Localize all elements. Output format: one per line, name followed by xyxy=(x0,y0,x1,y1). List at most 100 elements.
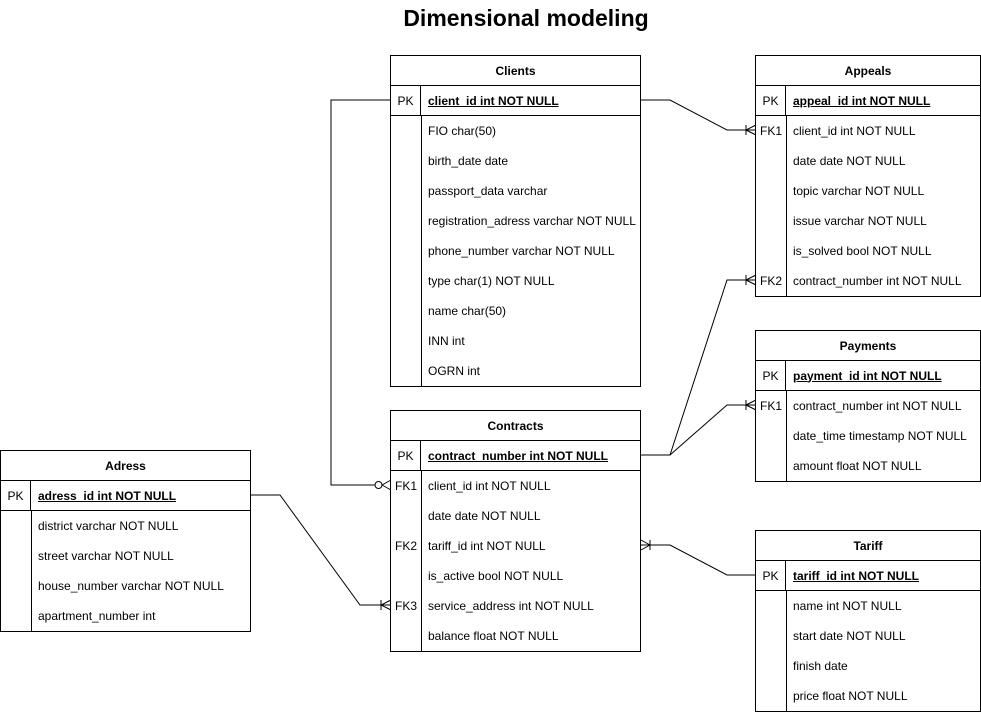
pk-row: PK contract_number int NOT NULL xyxy=(391,441,640,471)
pk-label: PK xyxy=(391,86,421,115)
attribute-row: is_active bool NOT NULL xyxy=(391,561,640,591)
key-label: FK3 xyxy=(394,599,417,613)
attribute-row: date_time timestamp NOT NULL xyxy=(756,421,980,451)
key-label: FK2 xyxy=(394,539,417,553)
attribute-row: apartment_number int xyxy=(1,601,250,631)
attribute-field: tariff_id int NOT NULL xyxy=(428,539,546,553)
attribute-row: passport_data varchar xyxy=(391,176,640,206)
pk-label: PK xyxy=(391,441,421,470)
attribute-row: topic varchar NOT NULL xyxy=(756,176,980,206)
attribute-field: district varchar NOT NULL xyxy=(38,519,179,533)
attribute-field: issue varchar NOT NULL xyxy=(793,214,927,228)
key-label xyxy=(756,421,786,451)
attribute-field: date date NOT NULL xyxy=(793,154,906,168)
attribute-row: balance float NOT NULL xyxy=(391,621,640,651)
pk-field: appeal_id int NOT NULL xyxy=(793,93,931,108)
pk-field: contract_number int NOT NULL xyxy=(428,448,609,463)
attribute-row: FIO char(50) xyxy=(391,116,640,146)
attribute-row: name int NOT NULL xyxy=(756,591,980,621)
pk-row: PK adress_id int NOT NULL xyxy=(1,481,250,511)
attribute-field: street varchar NOT NULL xyxy=(38,549,174,563)
pk-label: PK xyxy=(756,561,786,590)
attribute-field: client_id int NOT NULL xyxy=(428,479,551,493)
entity-title: Contracts xyxy=(391,411,640,441)
attribute-field: contract_number int NOT NULL xyxy=(793,399,962,413)
attribute-field: name char(50) xyxy=(428,304,507,318)
key-label xyxy=(1,541,31,571)
attribute-field: date_time timestamp NOT NULL xyxy=(793,429,967,443)
key-label xyxy=(756,651,786,681)
attribute-row: registration_adress varchar NOT NULL xyxy=(391,206,640,236)
key-label xyxy=(391,236,421,266)
pk-row: PK payment_id int NOT NULL xyxy=(756,361,980,391)
attribute-field: topic varchar NOT NULL xyxy=(793,184,925,198)
pk-field: client_id int NOT NULL xyxy=(428,93,559,108)
zero-circle-contracts-fk1 xyxy=(374,481,383,489)
key-label xyxy=(756,681,786,711)
attribute-row: finish date xyxy=(756,651,980,681)
attribute-row: amount float NOT NULL xyxy=(756,451,980,481)
key-label xyxy=(391,561,421,591)
key-label xyxy=(756,451,786,481)
key-label xyxy=(756,591,786,621)
attribute-row: FK3 service_address int NOT NULL xyxy=(391,591,640,621)
entity-contracts[interactable]: Contracts PK contract_number int NOT NUL… xyxy=(390,410,641,652)
crowfoot-contracts-fk2 xyxy=(640,539,651,546)
attribute-row: street varchar NOT NULL xyxy=(1,541,250,571)
attribute-field: client_id int NOT NULL xyxy=(793,124,916,138)
key-label xyxy=(391,356,421,386)
key-label xyxy=(391,206,421,236)
attribute-field: contract_number int NOT NULL xyxy=(793,274,962,288)
pk-field: adress_id int NOT NULL xyxy=(38,488,177,503)
attribute-field: house_number varchar NOT NULL xyxy=(38,579,224,593)
connector-clients-appeals xyxy=(640,99,756,131)
key-label: FK1 xyxy=(394,479,417,493)
connector-contracts-payments xyxy=(669,404,756,456)
attribute-field: birth_date date xyxy=(428,154,509,168)
attribute-row: price float NOT NULL xyxy=(756,681,980,711)
attribute-field: balance float NOT NULL xyxy=(428,629,559,643)
attribute-field: finish date xyxy=(793,659,848,673)
attribute-row: issue varchar NOT NULL xyxy=(756,206,980,236)
attribute-row: date date NOT NULL xyxy=(756,146,980,176)
pk-label: PK xyxy=(756,361,786,390)
key-label xyxy=(1,511,31,541)
attribute-row: start date NOT NULL xyxy=(756,621,980,651)
key-label xyxy=(391,501,421,531)
connector-clients-contracts xyxy=(330,99,390,486)
crowfoot-contracts-fk1 xyxy=(381,479,392,486)
key-label xyxy=(1,571,31,601)
page-title: Dimensional modeling xyxy=(403,5,649,31)
entity-tariff[interactable]: Tariff PK tariff_id int NOT NULL name in… xyxy=(755,530,981,712)
key-label xyxy=(756,206,786,236)
entity-title: Appeals xyxy=(756,56,980,86)
crowfoot-appeals-fk2 xyxy=(745,274,757,281)
attribute-field: service_address int NOT NULL xyxy=(428,599,594,613)
entity-adress[interactable]: Adress PK adress_id int NOT NULL distric… xyxy=(0,450,251,632)
pk-row: PK client_id int NOT NULL xyxy=(391,86,640,116)
attribute-field: phone_number varchar NOT NULL xyxy=(428,244,615,258)
attribute-field: apartment_number int xyxy=(38,609,156,623)
pk-label: PK xyxy=(1,481,31,510)
key-label: FK1 xyxy=(759,399,782,413)
attribute-field: registration_adress varchar NOT NULL xyxy=(428,214,636,228)
connector-tariff-contracts xyxy=(640,544,756,576)
crowfoot-appeals-fk1 xyxy=(745,124,757,131)
attribute-field: name int NOT NULL xyxy=(793,599,902,613)
attribute-row: name char(50) xyxy=(391,296,640,326)
attribute-row: is_solved bool NOT NULL xyxy=(756,236,980,266)
key-label xyxy=(756,621,786,651)
attribute-field: start date NOT NULL xyxy=(793,629,906,643)
pk-row: PK tariff_id int NOT NULL xyxy=(756,561,980,591)
key-label: FK1 xyxy=(759,124,782,138)
attribute-row: FK2 tariff_id int NOT NULL xyxy=(391,531,640,561)
entity-clients[interactable]: Clients PK client_id int NOT NULL FIO ch… xyxy=(390,55,641,387)
attribute-field: passport_data varchar xyxy=(428,184,548,198)
key-label xyxy=(391,296,421,326)
attribute-row: house_number varchar NOT NULL xyxy=(1,571,250,601)
key-label: FK2 xyxy=(759,274,782,288)
attribute-row: district varchar NOT NULL xyxy=(1,511,250,541)
